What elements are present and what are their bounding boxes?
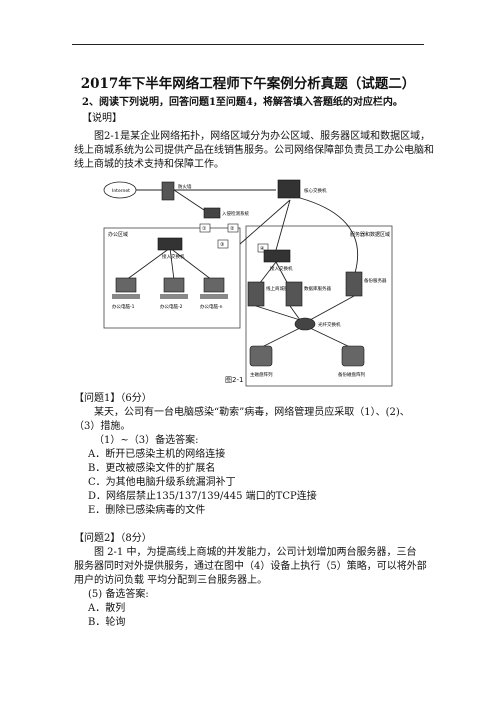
q2-text-2: 服务器同时对外提供服务，通过在图中（4）设备上执行（5）策略，可以将外部: [74, 561, 427, 572]
ids-icon: 入侵检测系统: [203, 207, 249, 219]
db-server-label: 数据库服务器: [304, 285, 331, 292]
office-access-label: 接入交换机: [162, 253, 185, 260]
marker-3: ③: [220, 242, 224, 248]
q1-options-head: （1）~（3）备选答案:: [94, 435, 199, 446]
marker-4: ④: [260, 246, 265, 252]
backup-storage-label: 备份磁盘阵列: [338, 371, 365, 378]
marker-1: ①: [202, 226, 207, 232]
office-zone-box: [103, 227, 241, 329]
number-markers: ① ② ③ ④: [199, 223, 269, 253]
q1-option-a: A．断开已感染主机的网络连接: [88, 449, 226, 460]
pcn-label: 办公电脑-n: [200, 303, 223, 310]
internet-label: Internet: [112, 188, 130, 194]
q2-heading: 【问题2】（8分）: [74, 533, 152, 544]
pc-n-icon: 办公电脑-n: [200, 277, 228, 310]
header-rule: [72, 44, 424, 45]
question-1: 【问题1】（6分） 某天，公司有一台电脑感染“勒索”病毒，网络管理员应采取（1）…: [74, 392, 434, 518]
db-server-icon: 数据库服务器: [285, 281, 331, 307]
pc-1-icon: 办公电脑-1: [112, 277, 140, 310]
explain-paragraph: 图2-1是某企业网络拓扑，网络区域分为办公区域、服务器区域和数据区域，线上商城系…: [74, 131, 434, 170]
core-switch-icon: 核心交换机: [277, 179, 327, 199]
backup-server-icon: 备份服务器: [345, 271, 387, 297]
pc-2-icon: 办公电脑-2: [160, 277, 188, 310]
marker-2: ②: [230, 226, 235, 232]
office-zone-label: 办公区域: [108, 231, 128, 238]
backup-storage-icon: 备份磁盘阵列: [338, 345, 365, 378]
server-zone-box: [245, 225, 393, 387]
q1-option-c: C．为其他电脑升级系统漏洞补丁: [88, 477, 236, 488]
q2-option-b: B．轮询: [88, 617, 126, 628]
question-2: 【问题2】（8分） 图 2-1 中，为提高线上商城的并发能力，公司计划增加两台服…: [74, 532, 434, 630]
page-title: 2017年下半年网络工程师下午案例分析真题（试题二）: [80, 76, 416, 92]
server-access-label: 接入交换机: [270, 265, 293, 272]
ids-label: 入侵检测系统: [222, 210, 249, 217]
explain-heading: 【说明】: [82, 113, 122, 124]
storage-switch-label: 光纤交换机: [318, 321, 341, 328]
storage-switch-icon: 光纤交换机: [294, 317, 341, 331]
network-topology-diagram: 办公区域 服务器和数据区域 Internet 防火墙 入侵检测系统: [103, 179, 393, 387]
q1-heading: 【问题1】（6分）: [74, 393, 152, 404]
web-server-label: 线上商城服务器: [266, 285, 298, 292]
web-server-icon: 线上商城服务器: [247, 281, 298, 307]
pc2-label: 办公电脑-2: [160, 303, 183, 310]
pc1-label: 办公电脑-1: [112, 303, 135, 310]
q1-option-b: B．更改被感染文件的扩展名: [88, 463, 216, 474]
q1-text-1: 某天，公司有一台电脑感染“勒索”病毒，网络管理员应采取（1）、(2)、: [94, 407, 410, 418]
q2-text-1: 图 2-1 中，为提高线上商城的并发能力，公司计划增加两台服务器，三台: [94, 547, 417, 558]
office-access-switch-icon: 接入交换机: [157, 237, 185, 260]
explain-text: 图2-1是某企业网络拓扑，网络区域分为办公区域、服务器区域和数据区域，线上商城系…: [74, 130, 434, 172]
core-switch-label: 核心交换机: [304, 187, 327, 194]
figure-caption: 图2-1: [225, 376, 244, 384]
q2-text-3: 用户的访问负载 平均分配到三台服务器上。: [74, 575, 268, 586]
q1-option-d: D．网络层禁止135/137/139/445 端口的TCP连接: [88, 491, 317, 502]
main-storage-icon: 主磁盘阵列: [249, 345, 273, 378]
instruction: 2、阅读下列说明，回答问题1至问题4，将解答填入答题纸的对应栏内。: [82, 97, 403, 108]
backup-server-label: 备份服务器: [364, 277, 387, 284]
q1-text-2: （3）措施。: [74, 421, 131, 432]
server-zone-label: 服务器和数据区域: [350, 231, 390, 238]
q2-option-a: A．散列: [88, 603, 126, 614]
q1-option-e: E．删除已感染病毒的文件: [88, 505, 206, 516]
firewall-icon: 防火墙: [161, 181, 192, 201]
main-storage-label: 主磁盘阵列: [250, 371, 273, 378]
firewall-label: 防火墙: [178, 183, 192, 190]
server-access-switch-icon: 接入交换机: [263, 249, 293, 272]
internet-cloud-icon: Internet: [103, 181, 137, 199]
q2-options-head: (5) 备选答案:: [88, 589, 149, 600]
